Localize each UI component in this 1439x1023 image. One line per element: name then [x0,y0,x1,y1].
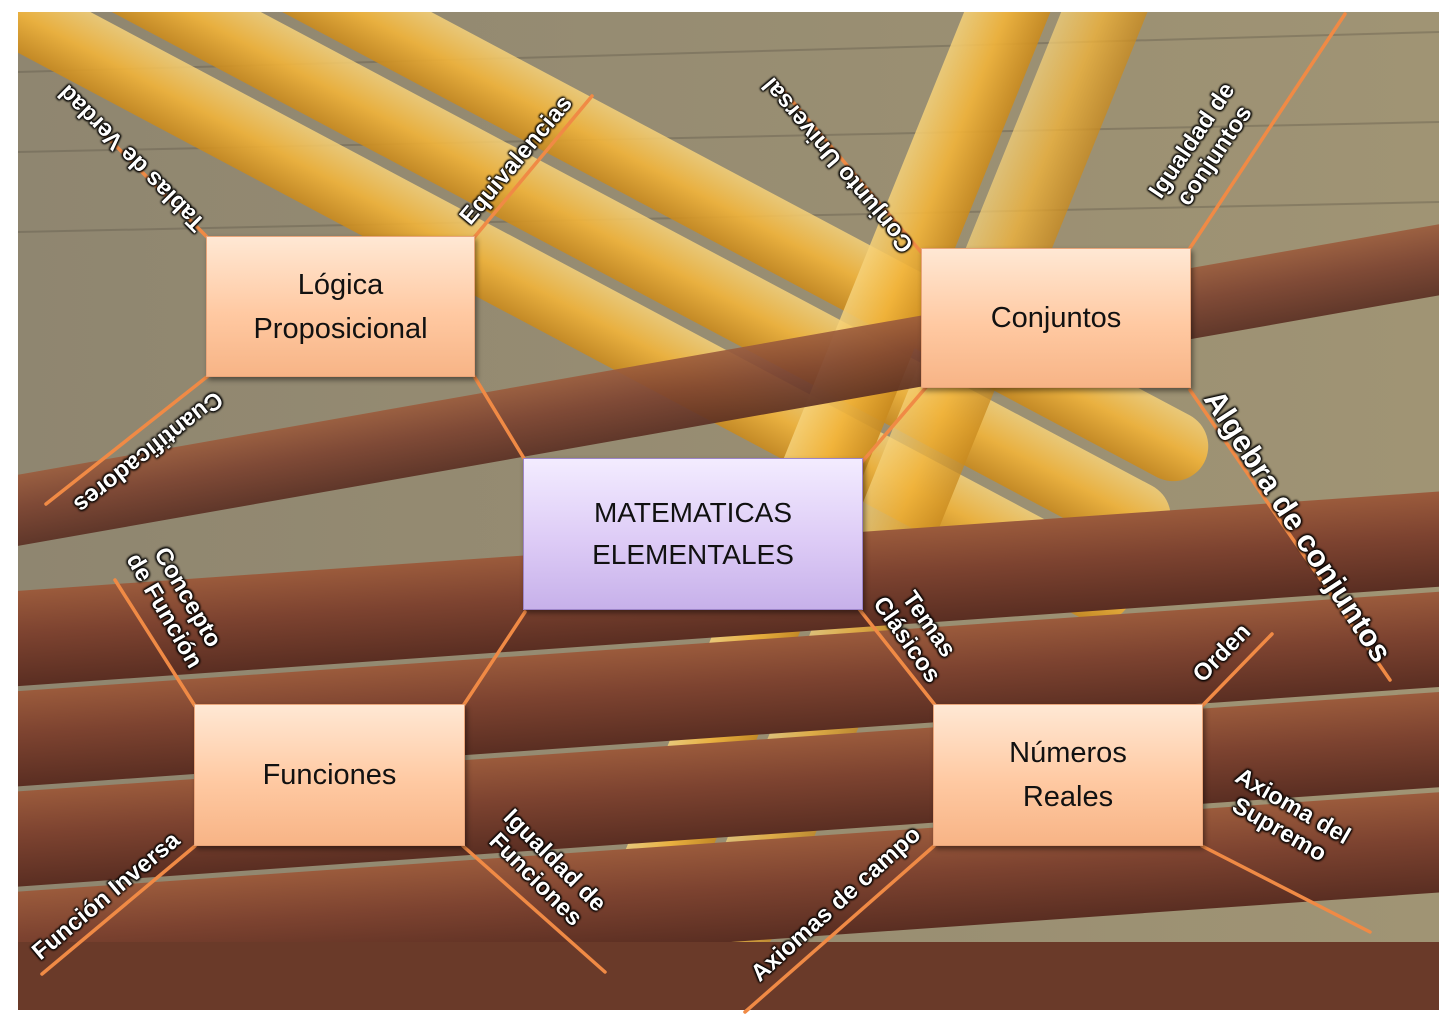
line-cuantificadores [44,374,210,506]
line-concepto [113,578,197,708]
line-conjuntos-center [860,376,936,464]
line-tablas [98,128,210,240]
line-axioma-sup [1200,844,1372,934]
center-label: MATEMATICAS ELEMENTALES [592,497,794,570]
node-numeros-label: Números Reales [1009,737,1127,813]
line-universal [774,80,923,254]
line-igualdad-func [461,844,607,974]
line-algebra [1188,388,1392,682]
node-center: MATEMATICAS ELEMENTALES [523,458,863,610]
node-numeros-reales: Números Reales [933,704,1203,846]
line-equivalencias [470,94,594,242]
node-funciones-label: Funciones [262,759,397,791]
line-orden [1200,632,1274,708]
line-inversa [40,844,197,976]
line-igualdad-conj [1188,12,1347,250]
node-conjuntos: Conjuntos [921,248,1191,388]
node-logica-proposicional: Lógica Proposicional [206,236,475,377]
line-funciones-center [461,610,527,708]
node-conjuntos-label: Conjuntos [990,302,1122,334]
line-axiomas-campo [743,844,936,1014]
line-logica-center [472,374,527,462]
node-funciones: Funciones [194,704,465,846]
line-temas [850,598,937,707]
node-logica-label: Lógica Proposicional [253,268,428,345]
